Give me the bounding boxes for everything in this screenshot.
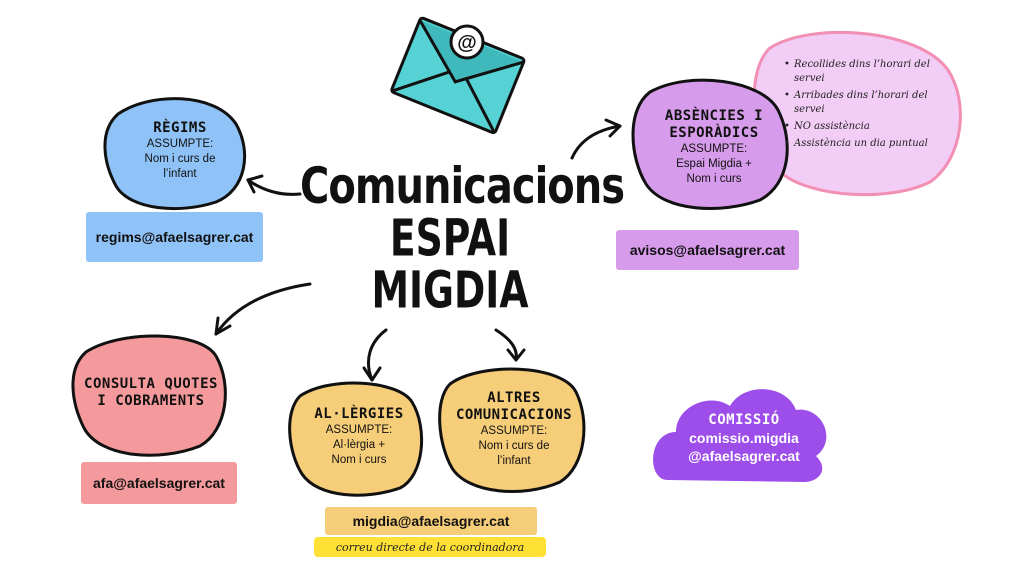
comissio-cloud [653,389,827,482]
absencies-email[interactable]: avisos@afaelsagrer.cat [616,230,799,270]
svg-text:@: @ [457,32,477,54]
altres-line-2: Nom i curs de [478,440,550,452]
comissio-line-1[interactable]: comissio.migdia [689,430,799,446]
regims-bubble [103,97,247,211]
regims-text: RÈGIMS ASSUMPTE: Nom i curs de l’infant [118,120,242,182]
regims-line-3: l’infant [163,168,197,180]
altres-bubble [438,367,586,493]
regims-email[interactable]: regims@afaelsagrer.cat [86,212,263,262]
altres-line-1: ASSUMPTE: [480,425,548,437]
comissio-heading: COMISSIÓ [708,412,780,428]
absencies-heading-1: ABSÈNCIES I [664,108,764,124]
consulta-heading-1: CONSULTA QUOTES [84,376,218,392]
absencies-line-3: Nom i curs [686,173,742,185]
absencies-bubble [631,78,789,210]
comissio-text: COMISSIÓ comissio.migdia @afaelsagrer.ca… [664,412,824,465]
absencies-line-1: ASSUMPTE: [680,143,748,155]
allergies-line-1: ASSUMPTE: [325,424,393,436]
consulta-heading-2: I COBRAMENTS [97,393,205,409]
altres-text: ALTRES COMUNICACIONS ASSUMPTE: Nom i cur… [446,390,582,469]
allergies-line-3: Nom i curs [331,454,387,466]
altres-line-3: l’infant [497,455,531,467]
allergies-line-2: Al·lèrgia + [332,439,386,451]
bullet-item: NO assistència [784,120,932,134]
absencies-text: ABSÈNCIES I ESPORÀDICS ASSUMPTE: Espai M… [644,108,784,187]
absencies-line-2: Espai Migdia + [676,158,752,170]
allergies-bubble [288,381,424,497]
arrow-icons [214,118,622,382]
consulta-bubble [71,334,227,457]
title-line-2: ESPAI [389,208,511,268]
title-line-1: Comunicacions [300,158,625,216]
absencies-heading-2: ESPORÀDICS [669,125,759,141]
email-icon: @ [390,16,526,135]
altres-heading-1: ALTRES [487,390,541,406]
comissio-line-2[interactable]: @afaelsagrer.cat [688,448,800,464]
bullet-item: Assistència un dia puntual [784,137,932,151]
migdia-note: correu directe de la coordinadora [314,537,546,557]
migdia-email[interactable]: migdia@afaelsagrer.cat [325,507,537,535]
title-line-3: MIGDIA [371,260,529,320]
altres-heading-2: COMUNICACIONS [455,407,573,423]
consulta-email[interactable]: afa@afaelsagrer.cat [81,462,237,504]
allergies-heading: AL·LÈRGIES [314,406,404,422]
bullet-item: Recollides dins l’horari del servei [784,58,932,86]
regims-line-2: Nom i curs de [144,153,216,165]
regims-heading: RÈGIMS [153,120,207,136]
consulta-text: CONSULTA QUOTES I COBRAMENTS [76,376,226,410]
at-sign-icon [449,24,485,60]
allergies-text: AL·LÈRGIES ASSUMPTE: Al·lèrgia + Nom i c… [300,406,418,468]
absencies-bullet-list: Recollides dins l’horari del servei Arri… [784,58,932,154]
bullet-item: Arribades dins l’horari del servei [784,89,932,117]
regims-line-1: ASSUMPTE: [146,138,214,150]
